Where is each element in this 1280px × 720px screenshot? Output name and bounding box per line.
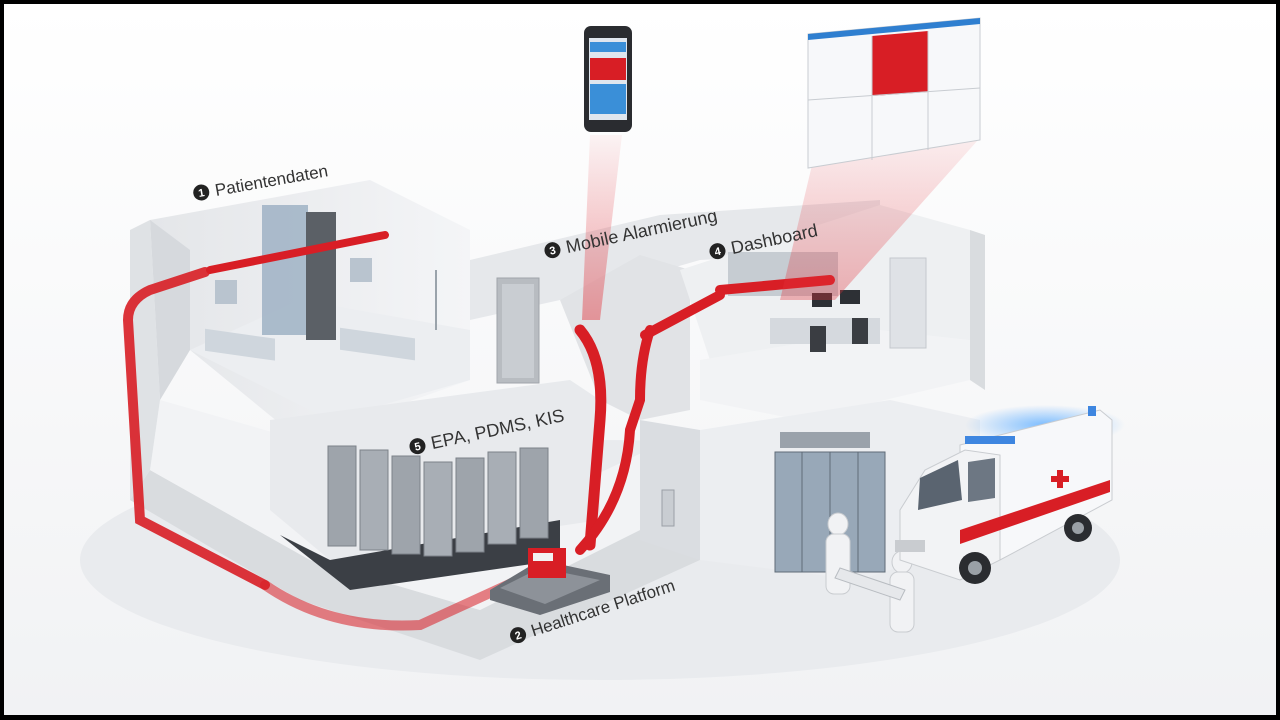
connection-patient-ceiling <box>206 231 389 274</box>
hospital-bed-1 <box>205 280 275 361</box>
entrance-sign <box>780 432 870 448</box>
ambulance-cross <box>1051 470 1069 488</box>
smartphone-icon <box>584 26 632 132</box>
patient-room-door-dark <box>306 212 336 340</box>
patient-room-floor <box>190 300 470 420</box>
connection-mobile <box>574 324 607 551</box>
corridor-back-wall <box>470 200 880 320</box>
data-connections <box>122 231 835 631</box>
label-mobile-number: 3 <box>548 245 556 258</box>
server-racks <box>327 445 549 557</box>
corridor-door-panel <box>502 284 534 378</box>
control-monitor-2 <box>840 290 860 304</box>
ambulance-icon <box>895 405 1125 584</box>
mobile-beam <box>582 135 622 320</box>
control-room-floor <box>700 330 970 420</box>
connection-platform-left <box>260 565 545 631</box>
label-dashboard-number: 4 <box>713 245 722 258</box>
patient-room-left-wall <box>150 220 190 400</box>
label-patientendaten-number: 1 <box>197 187 205 200</box>
wall-panel <box>661 489 675 527</box>
dashboard-monitor-icon <box>807 17 981 169</box>
dashboard-beam <box>780 140 978 300</box>
paramedics-stretcher <box>825 512 915 633</box>
right-outer-wall <box>970 230 985 390</box>
control-cabinet <box>889 257 927 349</box>
label-healthcare-number: 2 <box>514 629 524 642</box>
hospital-bed-2 <box>340 258 415 361</box>
ground-floor-slab <box>130 470 700 660</box>
patient-room-glass-door <box>262 205 308 335</box>
connection-dashboard-upper <box>640 290 725 340</box>
healthcare-platform-device-icon <box>490 548 610 615</box>
label-epa-number: 5 <box>413 441 421 454</box>
control-chairs <box>810 318 868 352</box>
connection-patient-loop <box>122 267 270 590</box>
